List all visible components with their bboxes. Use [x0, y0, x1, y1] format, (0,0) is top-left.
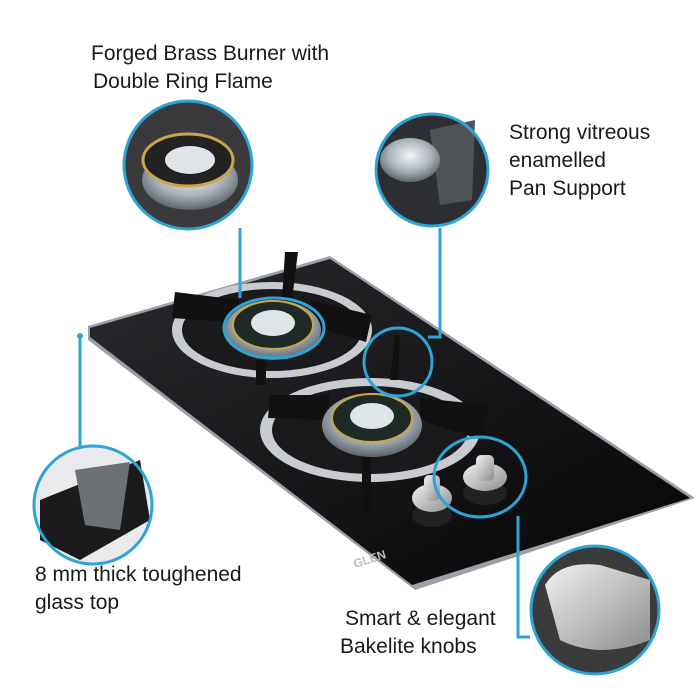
- label-line: Bakelite knobs: [340, 635, 477, 658]
- label-line: 8 mm thick toughened: [35, 563, 242, 586]
- label-line: Forged Brass Burner with: [91, 42, 330, 65]
- burner-top: [172, 252, 372, 385]
- label-line: Smart & elegant: [345, 607, 496, 630]
- pan-support-callout-label: Strong vitreous enamelled Pan Support: [509, 119, 650, 203]
- callout-leaders: [78, 228, 530, 639]
- knobs-callout-label: Smart & elegant Bakelite knobs: [340, 605, 496, 661]
- glass-detail-circle: [32, 444, 154, 566]
- label-line: Strong vitreous: [509, 121, 651, 144]
- label-line: Double Ring Flame: [93, 70, 273, 93]
- label-line: enamelled: [509, 149, 606, 172]
- burner-callout-label: Forged Brass Burner with Double Ring Fla…: [91, 40, 329, 96]
- burner-bottom: [260, 335, 488, 512]
- label-line: Pan Support: [509, 177, 626, 200]
- knob-detail-circle: [529, 544, 661, 676]
- pan-support-detail-circle: [374, 112, 490, 228]
- control-knobs: [412, 455, 507, 527]
- label-line: glass top: [35, 591, 120, 614]
- brand-logo: GLEN: [352, 547, 388, 571]
- glass-callout-label: 8 mm thick toughened glass top: [35, 561, 242, 617]
- burner-detail-circle: [122, 99, 254, 231]
